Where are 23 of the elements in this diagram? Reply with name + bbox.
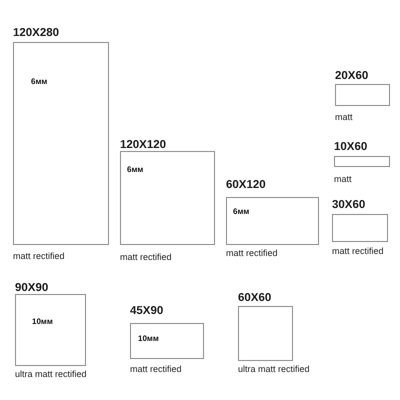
thickness-label: 10мм — [138, 334, 159, 343]
size-label: 10X60 — [334, 141, 368, 153]
finish-label: matt rectified — [226, 248, 278, 259]
finish-label: matt rectified — [130, 364, 182, 375]
size-label: 30X60 — [332, 199, 366, 211]
size-label: 60X120 — [226, 179, 266, 191]
size-label: 60X60 — [238, 292, 272, 304]
size-label: 45X90 — [130, 305, 164, 317]
size-label: 120X120 — [120, 139, 166, 151]
finish-label: ultra matt rectified — [15, 369, 87, 380]
thickness-label: 10мм — [32, 317, 53, 326]
finish-label: matt rectified — [332, 246, 384, 257]
thickness-label: 6мм — [233, 207, 250, 216]
thickness-label: 6мм — [127, 165, 144, 174]
finish-label: ultra matt rectified — [238, 364, 310, 375]
finish-label: matt — [334, 174, 352, 185]
size-label: 90X90 — [15, 282, 48, 294]
thickness-label: 6мм — [31, 77, 48, 86]
finish-label: matt — [335, 112, 353, 123]
size-label: 20X60 — [335, 70, 368, 82]
size-label: 120X280 — [13, 27, 60, 39]
finish-label: matt rectified — [120, 252, 172, 263]
finish-label: matt rectified — [13, 251, 65, 262]
